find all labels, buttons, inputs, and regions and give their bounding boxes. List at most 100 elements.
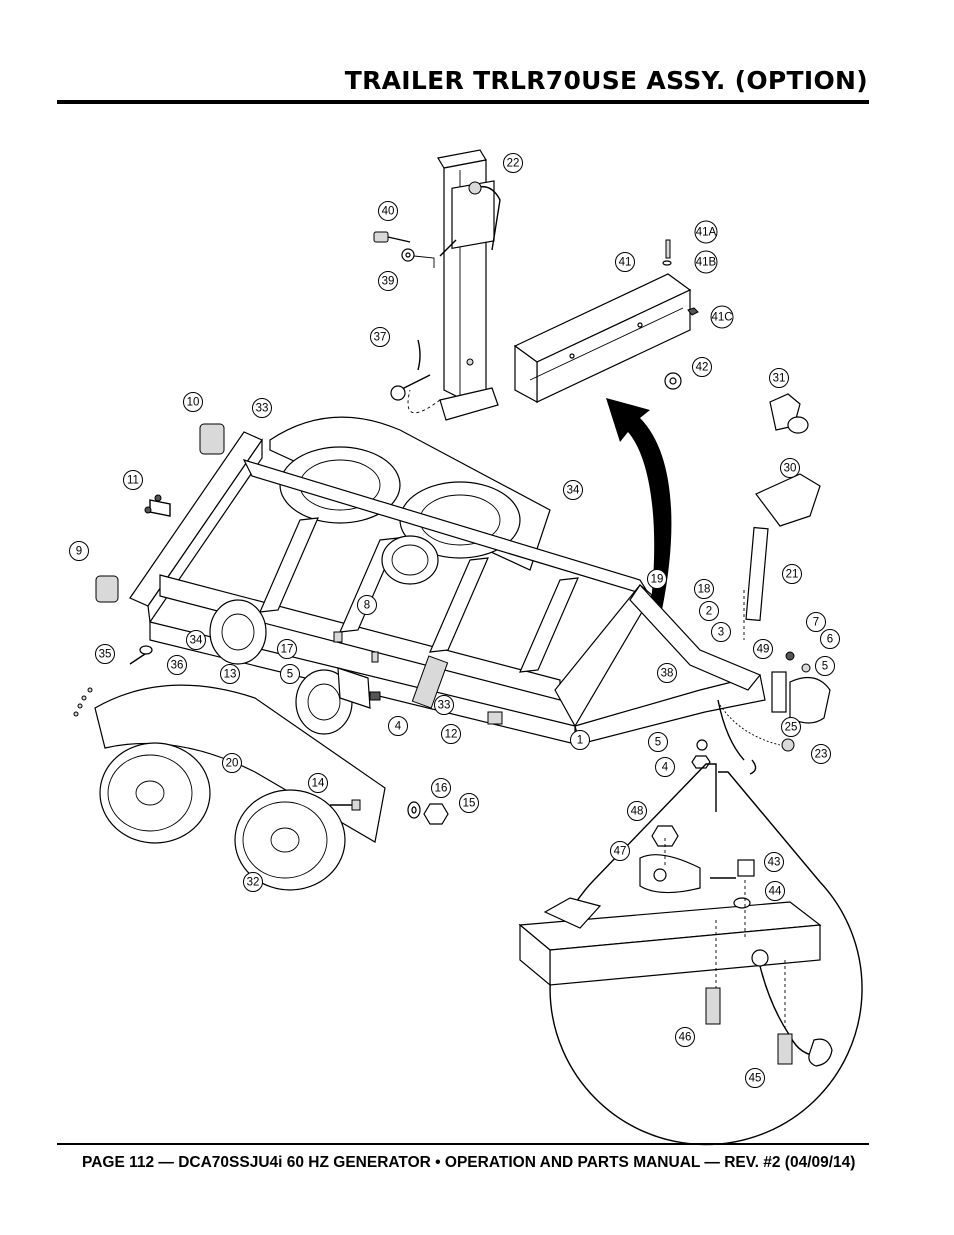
callout-label: 10: [187, 397, 200, 409]
callout-22: 22: [503, 153, 523, 173]
callout-label: 30: [784, 463, 797, 475]
callout-label: 3: [718, 627, 724, 639]
callout-label: 43: [768, 857, 781, 869]
callout-8: 8: [357, 595, 377, 615]
callout-31: 31: [769, 368, 789, 388]
callout-7: 7: [806, 612, 826, 632]
callout-label: 22: [507, 158, 520, 170]
callout-label: 23: [815, 749, 828, 761]
callout-label: 46: [679, 1032, 692, 1044]
detail-inset-drawing: [518, 763, 863, 1146]
callout-15: 15: [459, 793, 479, 813]
callout-label: 8: [364, 600, 370, 612]
callout-label: 21: [786, 569, 799, 581]
callout-4: 4: [388, 716, 408, 736]
callout-41B: 41B: [694, 250, 718, 274]
callout-label: 1: [577, 735, 583, 747]
callout-10: 10: [183, 392, 203, 412]
callout-label: 49: [757, 644, 770, 656]
callout-5: 5: [280, 664, 300, 684]
hubs-drawing: [129, 599, 503, 735]
callout-36: 36: [167, 655, 187, 675]
callout-label: 15: [463, 798, 476, 810]
callout-13: 13: [220, 664, 240, 684]
callout-label: 45: [749, 1073, 762, 1085]
callout-label: 34: [567, 485, 580, 497]
callout-label: 42: [696, 362, 709, 374]
callout-48: 48: [627, 801, 647, 821]
callout-label: 20: [226, 758, 239, 770]
callout-17: 17: [277, 639, 297, 659]
callout-label: 33: [438, 700, 451, 712]
callout-34: 34: [186, 630, 206, 650]
callout-32: 32: [243, 872, 263, 892]
callout-label: 18: [698, 584, 711, 596]
coupler-assembly-drawing: [691, 393, 831, 775]
callout-44: 44: [765, 881, 785, 901]
callout-3: 3: [711, 622, 731, 642]
curved-arrow-icon: [606, 398, 672, 610]
callout-label: 40: [382, 206, 395, 218]
callout-label: 33: [256, 403, 269, 415]
callout-label: 31: [773, 373, 786, 385]
wheels-drawing: [99, 742, 346, 891]
callout-label: 41: [619, 257, 632, 269]
callout-label: 5: [655, 737, 661, 749]
callout-label: 48: [631, 806, 644, 818]
callout-label: 17: [281, 644, 294, 656]
callout-19: 19: [647, 569, 667, 589]
tongue-jack-stand-drawing: [407, 149, 501, 421]
callout-label: 2: [706, 606, 712, 618]
callout-9: 9: [69, 541, 89, 561]
callout-label: 13: [224, 669, 237, 681]
footer-rule: [57, 1143, 869, 1145]
callout-label: 12: [445, 729, 458, 741]
callout-23: 23: [811, 744, 831, 764]
callout-label: 41C: [711, 312, 732, 324]
callout-label: 4: [395, 721, 402, 733]
callout-41A: 41A: [694, 220, 718, 244]
callout-label: 35: [99, 649, 112, 661]
callout-43: 43: [764, 852, 784, 872]
callout-5: 5: [648, 732, 668, 752]
callout-label: 4: [662, 762, 669, 774]
callout-label: 39: [382, 276, 395, 288]
callout-label: 38: [661, 668, 674, 680]
bolt-40-washer-39-drawing: [373, 231, 435, 268]
callout-42: 42: [692, 357, 712, 377]
trailer-frame-drawing: [129, 416, 766, 745]
callout-label: 41B: [696, 257, 717, 269]
callout-41C: 41C: [710, 305, 734, 329]
callout-33: 33: [434, 695, 454, 715]
callout-12: 12: [441, 724, 461, 744]
callout-label: 47: [614, 846, 627, 858]
pin-37-drawing: [390, 339, 431, 401]
callout-16: 16: [431, 778, 451, 798]
callout-5: 5: [815, 656, 835, 676]
callout-2: 2: [699, 601, 719, 621]
callout-14: 14: [308, 773, 328, 793]
callout-label: 32: [247, 877, 260, 889]
callout-label: 41A: [696, 227, 717, 239]
callout-label: 5: [822, 661, 828, 673]
callout-20: 20: [222, 753, 242, 773]
callout-49: 49: [753, 639, 773, 659]
callout-21: 21: [782, 564, 802, 584]
callout-46: 46: [675, 1027, 695, 1047]
callout-37: 37: [370, 327, 390, 347]
callout-40: 40: [378, 201, 398, 221]
callout-label: 44: [769, 886, 782, 898]
callout-38: 38: [657, 663, 677, 683]
callout-41: 41: [615, 252, 635, 272]
callout-label: 36: [171, 660, 184, 672]
callout-47: 47: [610, 841, 630, 861]
callout-18: 18: [694, 579, 714, 599]
tail-lights-drawing: [95, 423, 225, 603]
callout-11: 11: [123, 470, 143, 490]
callout-6: 6: [820, 629, 840, 649]
callout-label: 7: [813, 617, 819, 629]
callout-35: 35: [95, 644, 115, 664]
callout-25: 25: [781, 717, 801, 737]
